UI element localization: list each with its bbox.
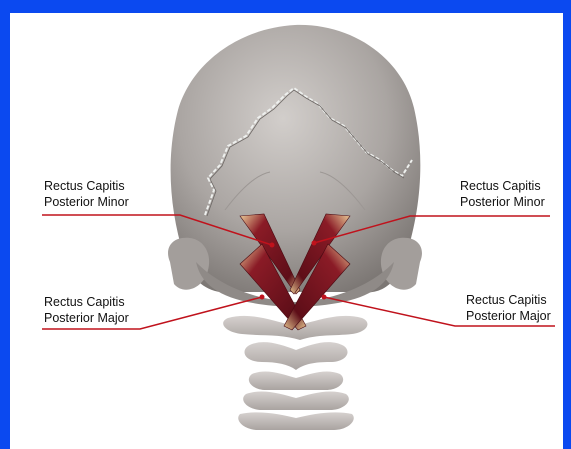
skull bbox=[168, 25, 422, 307]
label-line-1: Rectus Capitis bbox=[460, 178, 545, 194]
leader-dot-lower-right bbox=[322, 295, 327, 300]
label-rectus-capitis-posterior-major-left: Rectus Capitis Posterior Major bbox=[44, 294, 129, 326]
label-rectus-capitis-posterior-minor-right: Rectus Capitis Posterior Minor bbox=[460, 178, 545, 210]
label-line-2: Posterior Major bbox=[44, 310, 129, 326]
label-line-1: Rectus Capitis bbox=[44, 178, 129, 194]
label-line-1: Rectus Capitis bbox=[44, 294, 129, 310]
label-line-2: Posterior Major bbox=[466, 308, 551, 324]
label-line-1: Rectus Capitis bbox=[466, 292, 551, 308]
label-rectus-capitis-posterior-major-right: Rectus Capitis Posterior Major bbox=[466, 292, 551, 324]
label-line-2: Posterior Minor bbox=[460, 194, 545, 210]
label-line-2: Posterior Minor bbox=[44, 194, 129, 210]
cervical-vertebrae bbox=[223, 316, 367, 430]
leader-dot-upper-right bbox=[312, 241, 317, 246]
leader-dot-lower-left bbox=[260, 295, 265, 300]
label-rectus-capitis-posterior-minor-left: Rectus Capitis Posterior Minor bbox=[44, 178, 129, 210]
leader-dot-upper-left bbox=[270, 243, 275, 248]
